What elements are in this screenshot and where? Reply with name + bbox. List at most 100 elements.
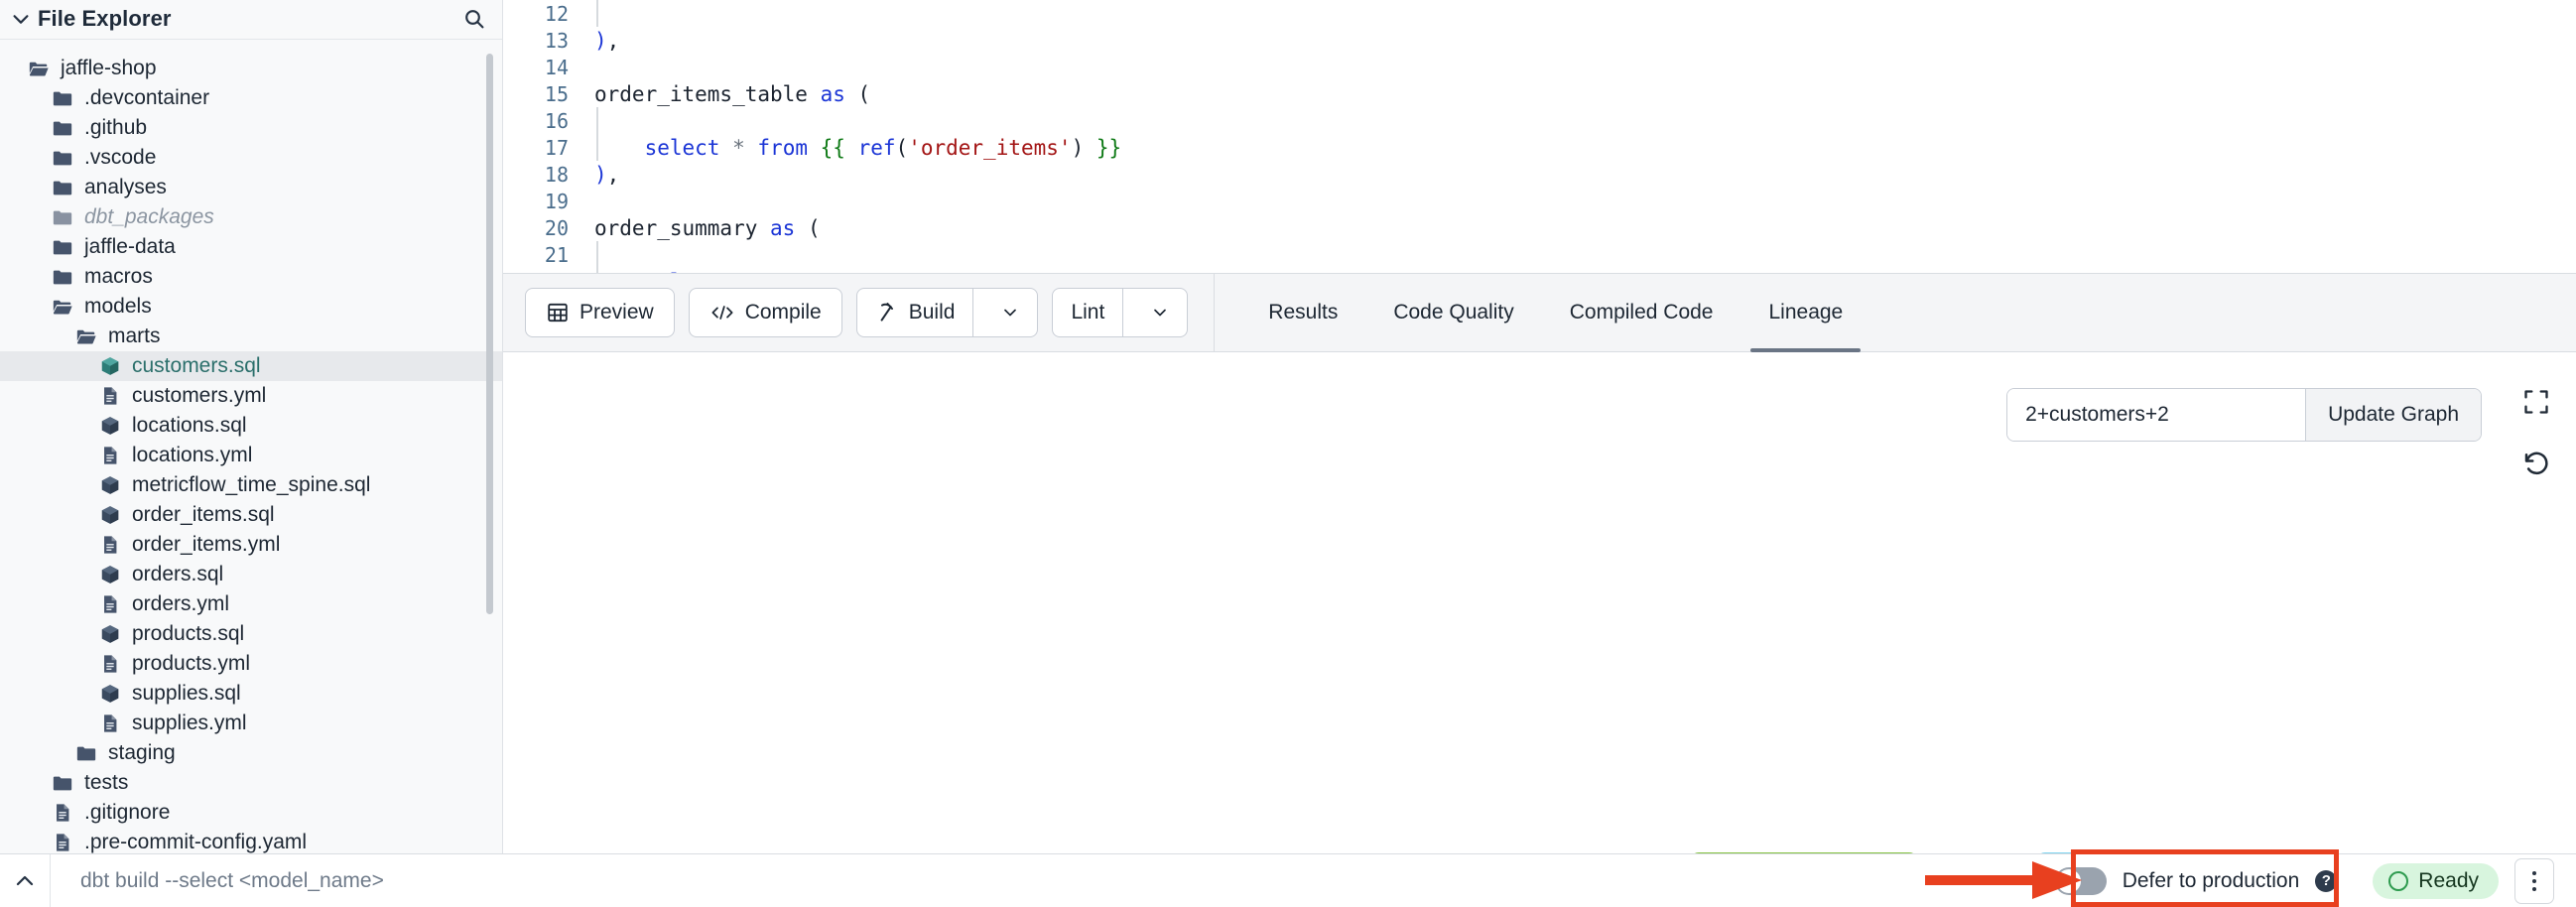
tree-item-label: supplies.yml xyxy=(132,712,247,735)
tree-item-label: staging xyxy=(108,741,176,765)
folder-icon xyxy=(50,236,75,258)
tree-item-dbt-packages[interactable]: dbt_packages xyxy=(0,202,502,232)
update-graph-button[interactable]: Update Graph xyxy=(2305,389,2481,441)
tree-item-orders-sql[interactable]: orders.sql xyxy=(0,560,502,589)
tree-item-products-yml[interactable]: products.yml xyxy=(0,649,502,679)
chevron-down-icon[interactable] xyxy=(10,8,32,30)
lint-button-main[interactable]: Lint xyxy=(1053,289,1124,336)
preview-button[interactable]: Preview xyxy=(525,288,675,337)
tab-results[interactable]: Results xyxy=(1268,301,1339,324)
tree-item-jaffle-data[interactable]: jaffle-data xyxy=(0,232,502,262)
tree-item--github[interactable]: .github xyxy=(0,113,502,143)
editor-toolbar: Preview Compile Build Lint Results Code Qual… xyxy=(503,273,2576,352)
tab-lineage[interactable]: Lineage xyxy=(1740,273,1870,352)
code-line: 17 select * from {{ ref('order_items') }… xyxy=(503,134,2576,161)
tree-item-supplies-yml[interactable]: supplies.yml xyxy=(0,709,502,738)
tree-item-label: .pre-commit-config.yaml xyxy=(84,831,308,853)
folder-icon xyxy=(50,117,75,139)
search-icon[interactable] xyxy=(462,7,486,31)
lineage-canvas: ecom.raw_customersstg_customersstg_order… xyxy=(503,352,2576,853)
workspace-body: File Explorer jaffle-shop.devcontainer.g… xyxy=(0,0,2576,853)
tree-item-label: tests xyxy=(84,771,129,795)
status-badge: Ready xyxy=(2373,862,2499,899)
tab-compiled-code[interactable]: Compiled Code xyxy=(1569,301,1714,324)
model-cube-icon xyxy=(97,355,123,377)
model-cube-icon xyxy=(97,415,123,437)
defer-toggle[interactable] xyxy=(2054,866,2107,895)
tree-item-macros[interactable]: macros xyxy=(0,262,502,292)
tree-item--pre-commit-config-yaml[interactable]: .pre-commit-config.yaml xyxy=(0,828,502,853)
chevron-up-icon[interactable] xyxy=(0,869,50,893)
tree-item-label: order_items.yml xyxy=(132,533,281,557)
tree-item-label: marts xyxy=(108,324,161,348)
chevron-down-icon[interactable] xyxy=(983,289,1037,336)
toolbar-divider xyxy=(1214,273,1216,352)
code-text: order_items_table as ( xyxy=(594,81,871,106)
lineage-graph-pane[interactable]: Update Graph ecom.raw_customersstg_custo… xyxy=(503,352,2576,853)
indent-guide xyxy=(596,241,598,268)
tree-item-metricflow-time-spine-sql[interactable]: metricflow_time_spine.sql xyxy=(0,470,502,500)
help-circle-icon[interactable]: ? xyxy=(2315,869,2338,892)
code-line: 14 xyxy=(503,54,2576,80)
tree-item-tests[interactable]: tests xyxy=(0,768,502,798)
more-vertical-icon[interactable] xyxy=(2514,857,2554,904)
command-bar-input[interactable]: dbt build --select <model_name> xyxy=(80,868,384,892)
tree-item-order-items-sql[interactable]: order_items.sql xyxy=(0,500,502,530)
sidebar-scrollbar[interactable] xyxy=(486,54,493,853)
reset-rotate-icon[interactable] xyxy=(2516,444,2556,483)
tree-item-locations-yml[interactable]: locations.yml xyxy=(0,441,502,470)
tree-item-analyses[interactable]: analyses xyxy=(0,173,502,202)
code-line: 19 xyxy=(503,188,2576,214)
tree-item--gitignore[interactable]: .gitignore xyxy=(0,798,502,828)
graph-selector-group: Update Graph xyxy=(2006,388,2482,442)
compile-button[interactable]: Compile xyxy=(688,288,842,337)
folder-open-icon xyxy=(50,296,75,318)
tree-item-jaffle-shop[interactable]: jaffle-shop xyxy=(0,54,502,83)
code-line: 12 xyxy=(503,0,2576,27)
page-title: File Explorer xyxy=(38,6,172,32)
tree-item--vscode[interactable]: .vscode xyxy=(0,143,502,173)
tree-item-order-items-yml[interactable]: order_items.yml xyxy=(0,530,502,560)
tree-item--devcontainer[interactable]: .devcontainer xyxy=(0,83,502,113)
tree-item-models[interactable]: models xyxy=(0,292,502,322)
tree-item-supplies-sql[interactable]: supplies.sql xyxy=(0,679,502,709)
line-number: 18 xyxy=(544,162,569,187)
line-number: 20 xyxy=(544,215,569,240)
tree-item-label: supplies.sql xyxy=(132,682,241,706)
chevron-down-icon[interactable] xyxy=(1133,289,1187,336)
tree-item-label: jaffle-shop xyxy=(61,57,157,80)
tree-item-locations-sql[interactable]: locations.sql xyxy=(0,411,502,441)
graph-selector-input[interactable] xyxy=(2007,389,2306,441)
tree-item-label: jaffle-data xyxy=(84,235,176,259)
code-text: select * from {{ ref('order_items') }} xyxy=(644,135,1122,160)
build-button-main[interactable]: Build xyxy=(857,289,974,336)
sidebar-scrollbar-thumb[interactable] xyxy=(486,54,493,614)
line-number: 13 xyxy=(544,28,569,53)
tree-item-staging[interactable]: staging xyxy=(0,738,502,768)
code-text: ), xyxy=(594,162,620,187)
folder-icon xyxy=(73,742,99,764)
tree-item-customers-sql[interactable]: customers.sql xyxy=(0,350,502,381)
tree-item-customers-yml[interactable]: customers.yml xyxy=(0,381,502,411)
model-cube-icon xyxy=(97,564,123,585)
defer-toggle-knob xyxy=(2056,868,2081,893)
build-button[interactable]: Build xyxy=(855,288,1039,337)
tree-item-label: metricflow_time_spine.sql xyxy=(132,473,371,497)
tree-item-orders-yml[interactable]: orders.yml xyxy=(0,589,502,619)
fullscreen-icon[interactable] xyxy=(2516,382,2556,422)
preview-label: Preview xyxy=(580,301,654,324)
defer-to-production-control[interactable]: Defer to production ? xyxy=(2037,860,2356,902)
model-cube-icon xyxy=(97,683,123,705)
tree-item-label: .vscode xyxy=(84,146,157,170)
code-text: select xyxy=(588,270,720,274)
tree-item-products-sql[interactable]: products.sql xyxy=(0,619,502,649)
file-tree[interactable]: jaffle-shop .devcontainer.github .vscode an… xyxy=(0,40,502,853)
lint-label: Lint xyxy=(1071,301,1105,324)
tab-code-quality[interactable]: Code Quality xyxy=(1393,301,1514,324)
tree-item-label: dbt_packages xyxy=(84,205,214,229)
tree-item-marts[interactable]: marts xyxy=(0,322,502,351)
folder-icon xyxy=(50,87,75,109)
lint-button[interactable]: Lint xyxy=(1052,288,1189,337)
code-line: 13), xyxy=(503,27,2576,54)
